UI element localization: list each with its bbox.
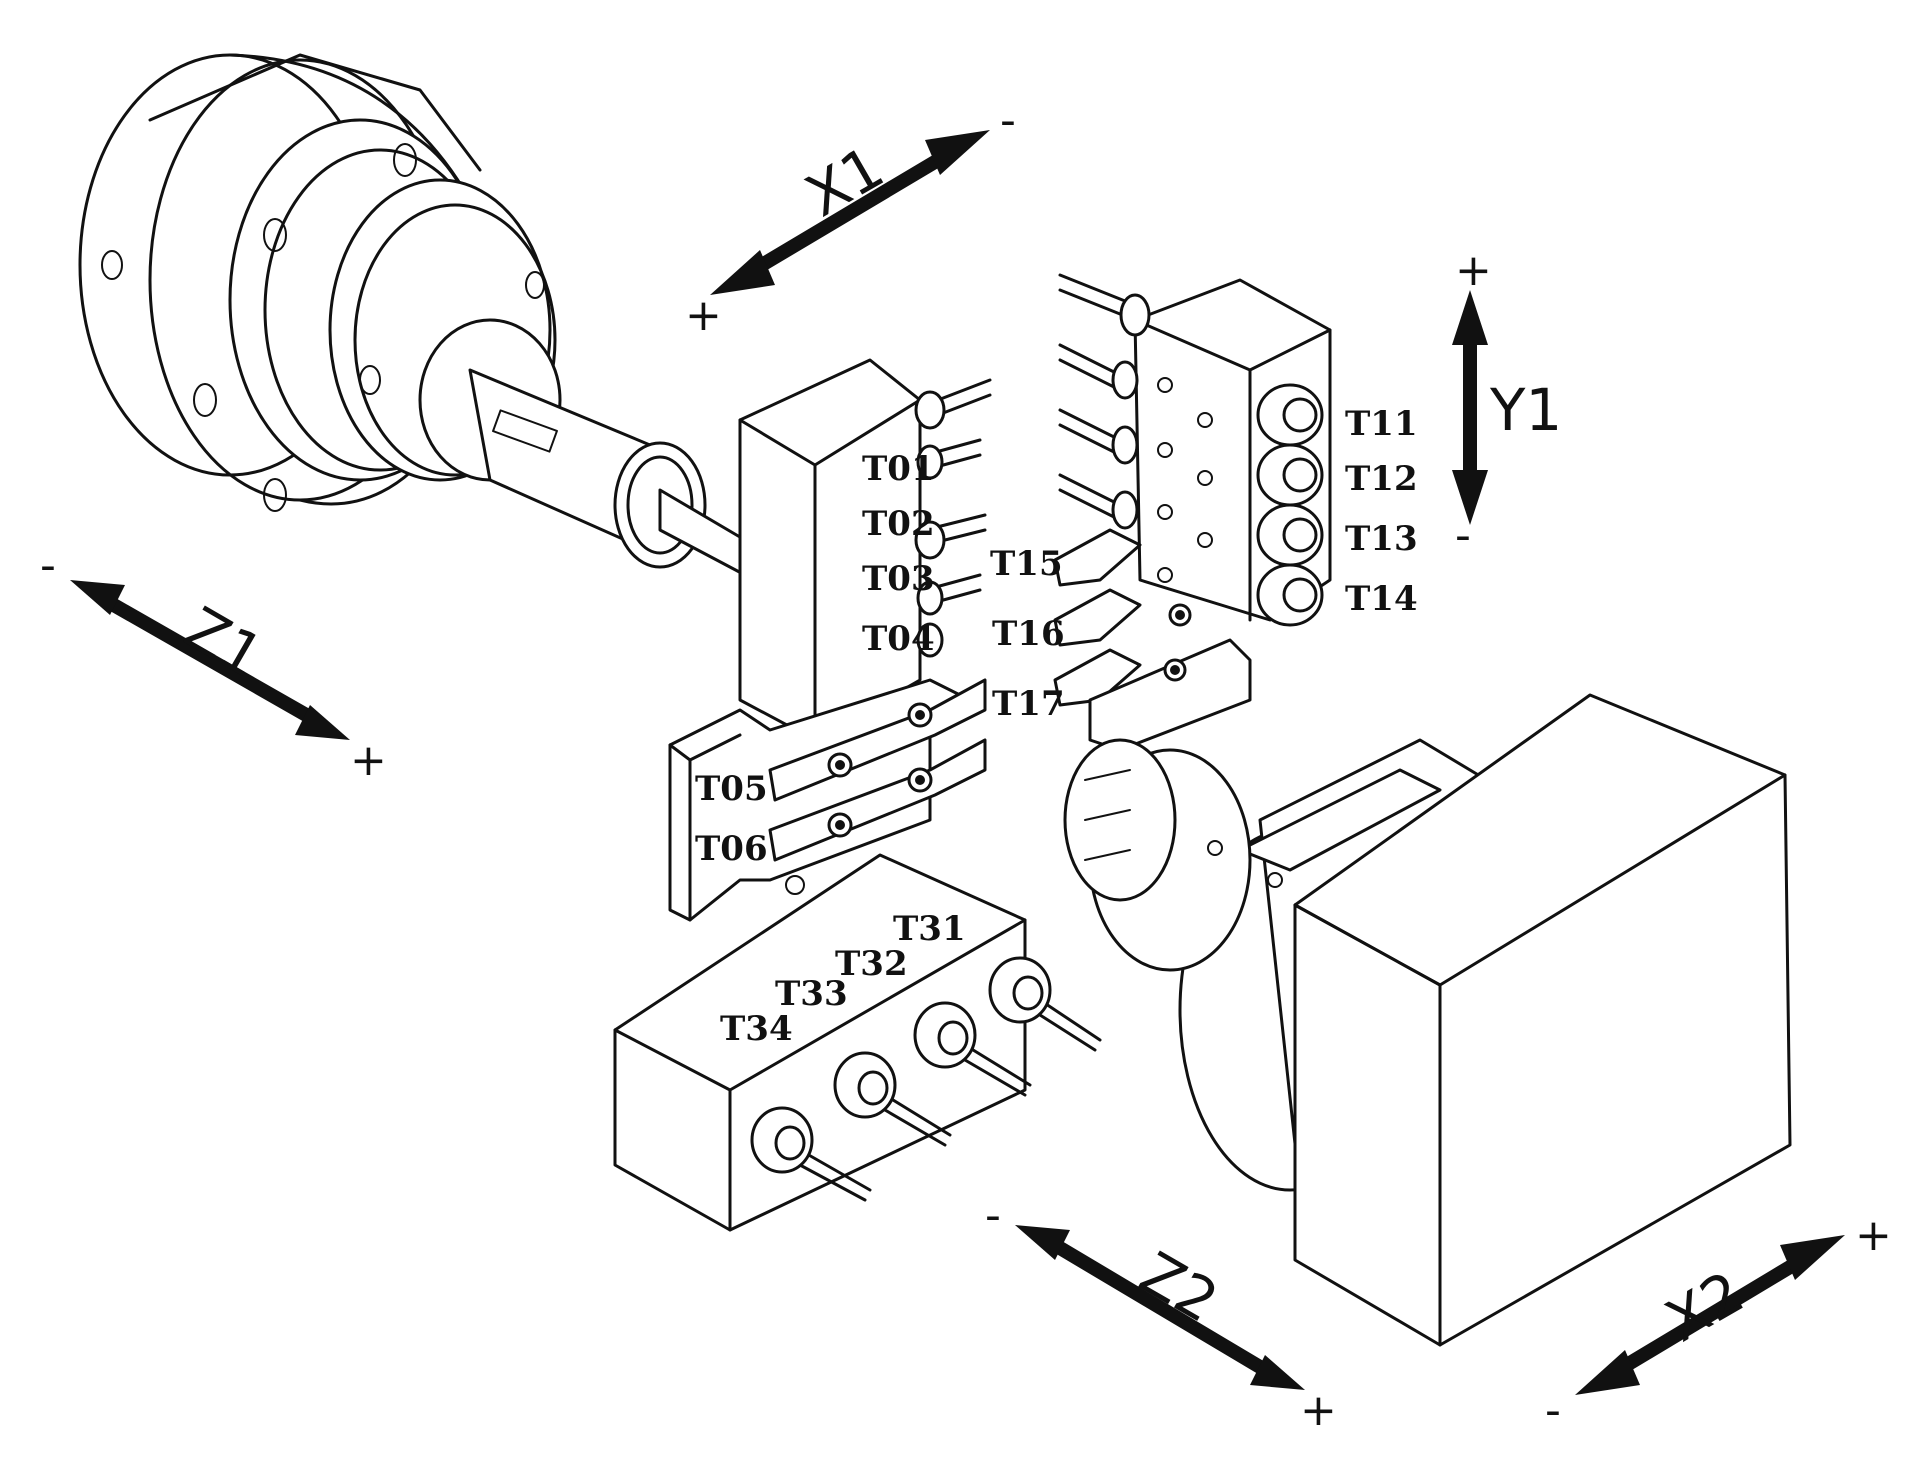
axis-z1-minus: - (40, 540, 56, 591)
tool-label-t15: T15 (990, 544, 1063, 584)
tool-label-t17: T17 (992, 684, 1065, 724)
cross-tool-block: T11 T12 T13 T14 T15 T16 T17 (990, 273, 1418, 752)
tool-label-t04: T04 (862, 619, 935, 659)
tool-label-t33: T33 (775, 974, 848, 1014)
axis-y1-minus: - (1455, 510, 1471, 561)
main-spindle (78, 53, 747, 577)
axis-label-z2: Z2 (1129, 1239, 1229, 1336)
axis-label-x1: X1 (795, 133, 895, 230)
axis-z1: Z1 - + (40, 540, 387, 786)
turning-tool-base: T05 T06 (668, 678, 987, 922)
tool-label-t12: T12 (1345, 459, 1418, 499)
axis-x2-plus: + (1855, 1210, 1892, 1261)
bottom-tool-holders (750, 956, 1102, 1202)
tool-label-t13: T13 (1345, 519, 1418, 559)
axis-x1: X1 + - (685, 95, 1016, 341)
tool-label-t14: T14 (1345, 579, 1418, 619)
tool-label-t34: T34 (720, 1009, 793, 1049)
axis-z1-plus: + (350, 735, 387, 786)
tool-label-t02: T02 (862, 504, 935, 544)
bottom-tool-block: T31 T32 T33 T34 (613, 853, 1102, 1232)
tool-label-t06: T06 (695, 829, 768, 869)
axis-x1-plus: + (685, 290, 722, 341)
tool-label-t32: T32 (835, 944, 908, 984)
tool-label-t01: T01 (862, 449, 935, 489)
axis-x1-minus: - (1000, 95, 1016, 146)
axis-label-z1: Z1 (174, 594, 274, 691)
axis-y1-plus: + (1455, 245, 1492, 296)
cross-tool-holders (1256, 383, 1324, 627)
tool-label-t05: T05 (695, 769, 768, 809)
axis-y1: Y1 + - (1452, 245, 1562, 561)
tool-label-t16: T16 (992, 614, 1065, 654)
axis-z2: Z2 - + (985, 1190, 1337, 1436)
gang-tool-block: T01 T02 T03 T04 (738, 358, 992, 742)
axis-z2-plus: + (1300, 1385, 1337, 1436)
axis-x2-minus: - (1545, 1385, 1561, 1436)
tool-label-t03: T03 (862, 559, 935, 599)
gang-tool-shanks (914, 378, 992, 658)
tool-label-t11: T11 (1345, 404, 1418, 444)
tool-label-t31: T31 (893, 909, 966, 949)
axis-label-y1: Y1 (1489, 376, 1562, 444)
axis-z2-minus: - (985, 1190, 1001, 1241)
sub-spindle (1063, 693, 1792, 1347)
